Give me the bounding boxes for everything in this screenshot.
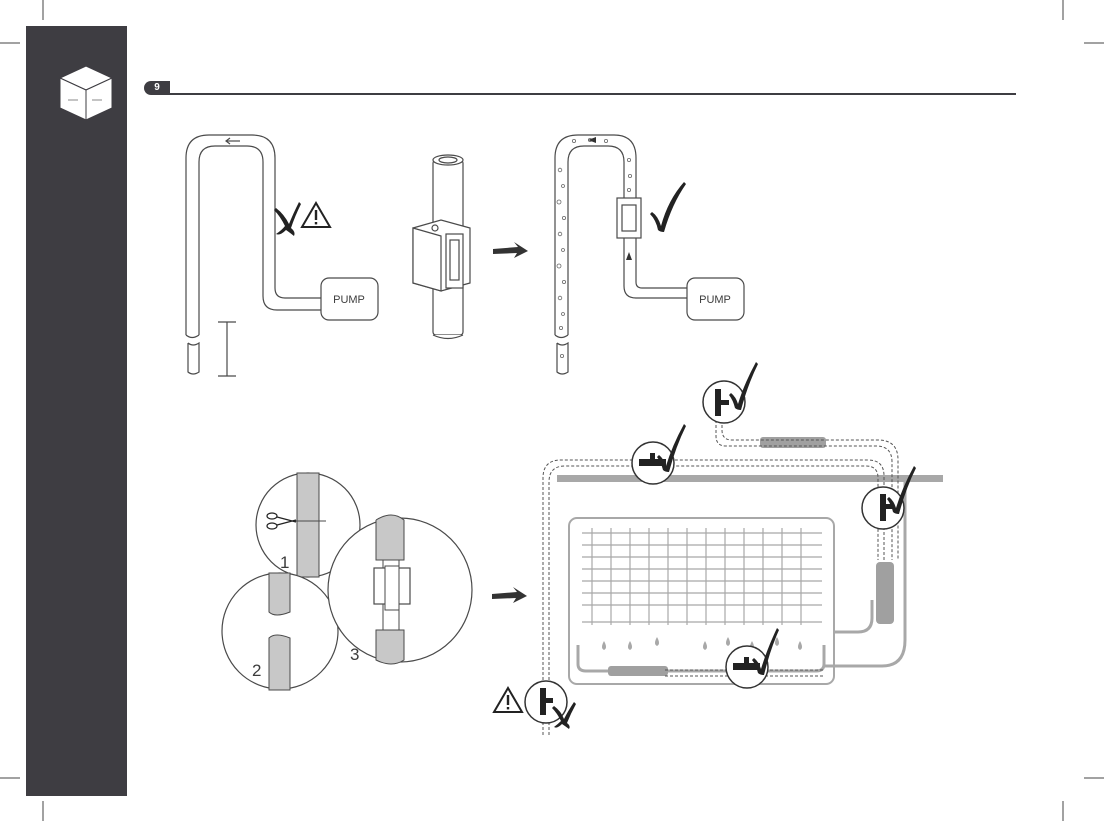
aquarium-rim [557, 475, 943, 482]
step-2-circle: 2 [222, 573, 338, 690]
cross-mark-icon [274, 202, 301, 236]
step-2-label: 2 [252, 661, 261, 680]
step-1-label: 1 [280, 553, 289, 572]
arrow-right-icon [492, 587, 527, 603]
aquarium-tank [569, 518, 834, 684]
step-3-label: 3 [350, 645, 359, 664]
check-valve [413, 155, 470, 339]
warning-icon [494, 688, 522, 712]
warning-icon [302, 203, 330, 227]
arrow-right-icon [493, 242, 528, 258]
hose-correct-setup [555, 135, 688, 374]
inline-filter-bottom [608, 666, 668, 676]
box-icon [60, 66, 112, 120]
inline-filter-right [876, 562, 894, 624]
pump-right-label: PUMP [699, 294, 731, 306]
pump-left-label: PUMP [333, 294, 365, 306]
hose-wrong-setup [186, 135, 322, 376]
check-mark-icon [650, 182, 686, 232]
air-stone-grid [582, 528, 822, 625]
